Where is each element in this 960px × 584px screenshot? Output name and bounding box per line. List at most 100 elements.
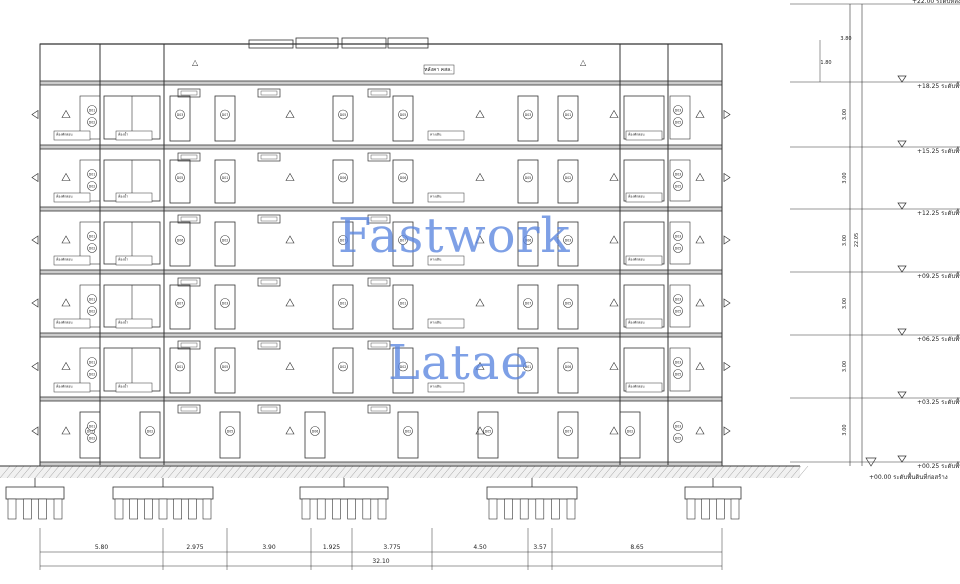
level-text: +15.25 ระดับพื้น	[917, 145, 960, 155]
hatch-line	[13, 465, 25, 479]
level-symbol	[897, 391, 907, 399]
level-symbol	[865, 457, 877, 467]
level-symbol	[897, 265, 907, 273]
pile	[129, 498, 138, 520]
hatch-line	[580, 465, 592, 479]
window-pane	[370, 342, 388, 348]
section-mark	[695, 361, 705, 370]
door-tag-text: D07	[340, 239, 347, 243]
tag-bubble	[87, 181, 97, 191]
door-tag	[145, 426, 155, 436]
hatch-line	[104, 465, 116, 479]
tag-bubble	[87, 105, 97, 115]
door-tag	[625, 426, 635, 436]
door-panel	[332, 159, 354, 204]
tag-bubble-text: D05	[675, 310, 682, 314]
tag-bubble-text: D02	[89, 185, 96, 189]
tag-bubble-text: D03	[675, 361, 682, 365]
vent-window	[367, 277, 391, 287]
hatch-line	[328, 465, 340, 479]
door-tag	[523, 235, 533, 245]
door-tag-text: D05	[400, 113, 407, 117]
vent-window	[367, 214, 391, 224]
level-text: +00.25 ระดับพื้น	[917, 460, 960, 470]
section-mark	[475, 298, 485, 307]
hatch-line	[90, 465, 102, 479]
room-title: ห้องพักผ่อน	[628, 385, 645, 389]
section-mark	[609, 426, 619, 435]
roof-mark: △	[580, 58, 587, 67]
hatch-line	[153, 465, 165, 479]
door-panel	[304, 411, 326, 459]
door-panel	[392, 284, 414, 330]
hatch-line	[321, 465, 333, 479]
hatch-line	[671, 465, 683, 479]
window-pane	[260, 90, 278, 96]
pile	[202, 498, 212, 520]
room-title-box	[625, 255, 663, 266]
hatch-line	[83, 465, 95, 479]
tag-bubble-text: D05	[675, 185, 682, 189]
hatch-line	[384, 465, 396, 479]
door-tag	[398, 361, 408, 372]
edge-arrow	[31, 298, 39, 308]
tag-bubble-text: D05	[675, 121, 682, 125]
hatch-line	[510, 465, 522, 479]
window-pane	[180, 406, 198, 412]
tag-bubble-text: D02	[89, 373, 96, 377]
vent-window	[257, 152, 281, 162]
hatch-line	[713, 465, 725, 479]
section-mark	[609, 172, 619, 181]
tag-bubble	[673, 169, 683, 179]
door-tag-text: D02	[147, 430, 154, 434]
level-symbol	[897, 202, 907, 210]
level-text: +18.25 ระดับพื้น	[917, 80, 960, 90]
edge-arrow	[723, 426, 731, 436]
hatch-line	[587, 465, 599, 479]
door-tag	[563, 426, 573, 436]
door-tag-text: D02	[340, 365, 347, 369]
hatch-line	[447, 465, 459, 479]
window-pane	[180, 90, 198, 96]
dim-text: 3.00	[842, 361, 848, 372]
door-panel	[169, 95, 191, 142]
hatch-line	[755, 465, 767, 479]
tag-bubble	[673, 105, 683, 115]
door-tag	[563, 109, 573, 120]
door-tag-text: D05	[222, 365, 229, 369]
pile	[551, 498, 560, 520]
tag-bubble-text: D02	[89, 121, 96, 125]
door-panel	[392, 347, 414, 394]
hatch-line	[559, 465, 571, 479]
edge-arrow	[723, 361, 731, 372]
tag-bubble-text: D05	[675, 373, 682, 377]
section-mark	[609, 298, 619, 307]
hatch-line	[517, 465, 529, 479]
door-tag-text: D02	[405, 430, 412, 434]
level-text: +09.25 ระดับพื้น	[917, 270, 960, 280]
door-panel	[557, 95, 579, 142]
pile	[362, 498, 372, 520]
roof-mark: △	[192, 58, 199, 67]
pile	[730, 498, 740, 520]
pile	[686, 498, 696, 520]
pile	[332, 498, 341, 520]
level-text: +12.25 ระดับพื้น	[917, 207, 960, 217]
edge-arrow	[31, 426, 39, 436]
hatch-line	[615, 465, 627, 479]
room-title: ห้องพักผ่อน	[56, 321, 73, 325]
door-tag	[403, 426, 413, 436]
door-tag-text: D07	[177, 302, 184, 306]
door-tag-text: D06	[565, 365, 572, 369]
section-mark	[61, 298, 71, 307]
vent-window	[177, 340, 201, 350]
hatch-line	[391, 465, 403, 479]
door-tag-text: D03	[525, 113, 532, 117]
pile	[519, 498, 529, 520]
level-text: +03.25 ระดับพื้น	[917, 396, 960, 406]
hatch-line	[125, 465, 137, 479]
pile	[23, 498, 32, 520]
hatch-line	[790, 465, 802, 479]
pile	[158, 498, 168, 520]
hatch-line	[608, 465, 620, 479]
